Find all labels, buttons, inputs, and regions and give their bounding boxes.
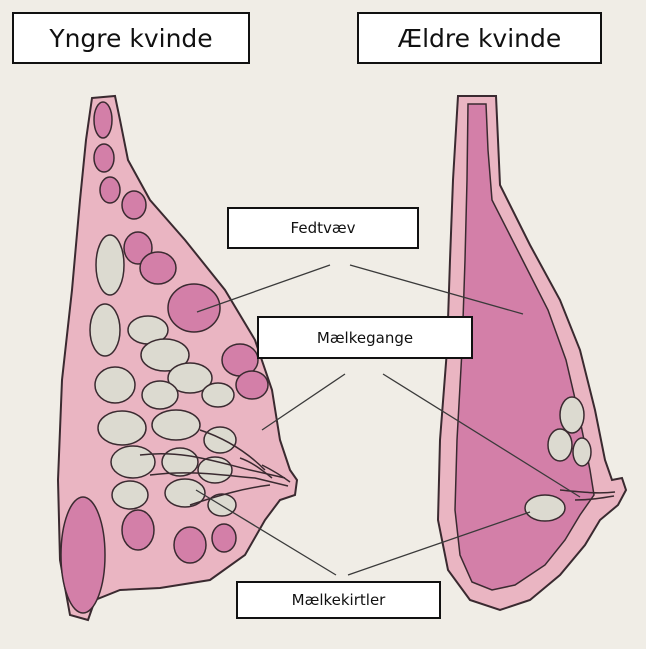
- label-younger-woman: Yngre kvinde: [12, 12, 250, 64]
- label-older-woman: Ældre kvinde: [357, 12, 602, 64]
- label-milk-ducts: Mælkegange: [257, 316, 473, 359]
- label-milk-glands: Mælkekirtler: [236, 581, 441, 619]
- label-fat-tissue: Fedtvæv: [227, 207, 419, 249]
